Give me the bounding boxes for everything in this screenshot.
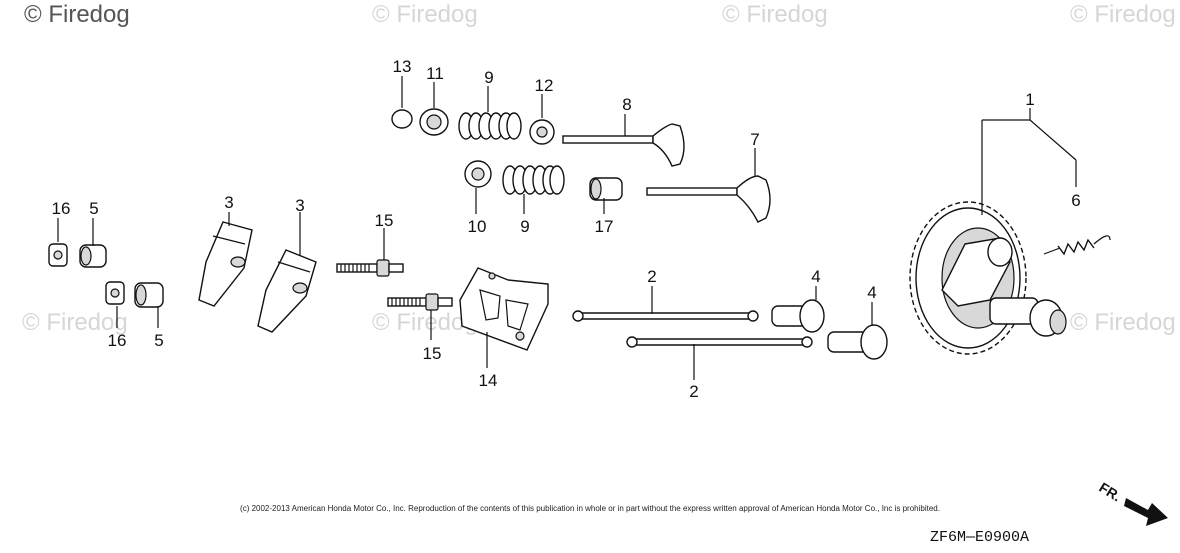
callout-14: 14: [479, 371, 498, 390]
front-direction-arrow-icon: [1124, 498, 1168, 526]
watermark-mid-center: © Firedog: [372, 309, 478, 336]
part-15-upper-pivot-bolt: [336, 259, 404, 277]
part-16-lower-nut: [105, 281, 125, 305]
part-4-upper-tappet: [771, 299, 825, 333]
part-5-lower-cap: [134, 282, 164, 308]
part-7-intake-valve: [646, 175, 771, 223]
front-direction-label: FR.: [1096, 479, 1124, 505]
callout-12: 12: [535, 76, 554, 95]
callout-2-lower: 2: [689, 382, 698, 401]
callout-9-lower: 9: [520, 217, 529, 236]
callout-5-lower: 5: [154, 331, 163, 350]
diagram-code: ZF6M—E0900A: [930, 529, 1029, 546]
part-17-valve-stem-seal: [589, 177, 623, 201]
part-16-upper-nut: [48, 243, 68, 267]
callout-15-lower: 15: [423, 344, 442, 363]
callout-17: 17: [595, 217, 614, 236]
watermark-mid-right: © Firedog: [1070, 309, 1176, 336]
part-9-lower-valve-spring: [502, 165, 565, 195]
callout-8: 8: [622, 95, 631, 114]
part-8-exhaust-valve: [562, 123, 685, 167]
watermark-top-right: © Firedog: [722, 1, 828, 28]
callout-10: 10: [468, 217, 487, 236]
watermark-top-far-right: © Firedog: [1070, 1, 1176, 28]
part-15-lower-pivot-bolt: [387, 293, 453, 311]
watermark-top-center: © Firedog: [372, 1, 478, 28]
copyright-notice: (c) 2002-2013 American Honda Motor Co., …: [240, 504, 940, 513]
callout-13: 13: [393, 57, 412, 76]
callout-7: 7: [750, 130, 759, 149]
watermark-top-left: © Firedog: [24, 1, 130, 28]
part-10-spring-retainer: [464, 160, 492, 188]
callout-3-left: 3: [224, 193, 233, 212]
part-1-camshaft-assembly: [909, 201, 1067, 355]
part-5-upper-cap: [79, 244, 107, 268]
part-4-lower-tappet: [827, 324, 888, 360]
part-11-spring-retainer: [419, 108, 449, 136]
part-2-lower-push-rod: [626, 336, 813, 348]
callout-9-upper: 9: [484, 68, 493, 87]
callout-15-upper: 15: [375, 211, 394, 230]
callout-4-lower: 4: [867, 283, 876, 302]
callout-16-lower: 16: [108, 331, 127, 350]
callout-1: 1: [1025, 90, 1034, 109]
part-9-upper-valve-spring: [458, 112, 522, 140]
callout-16-upper: 16: [52, 199, 71, 218]
callout-11: 11: [426, 64, 444, 83]
callout-3-right: 3: [295, 196, 304, 215]
callout-5-upper: 5: [89, 199, 98, 218]
callout-4-upper: 4: [811, 267, 820, 286]
part-14-push-rod-guide-plate: [459, 267, 549, 351]
callout-2-upper: 2: [647, 267, 656, 286]
part-13-valve-cotter: [391, 109, 413, 129]
part-6-decompressor-spring: [1043, 235, 1111, 256]
part-3-rocker-arm-left: [198, 221, 253, 307]
part-2-upper-push-rod: [572, 310, 759, 322]
leader-lines: [57, 76, 873, 380]
watermark-mid-left: © Firedog: [22, 309, 128, 336]
part-3-rocker-arm-right: [257, 249, 317, 333]
part-12-valve-rotator: [529, 119, 555, 145]
callout-1-bracket: [981, 108, 1077, 215]
callout-6: 6: [1071, 191, 1080, 210]
